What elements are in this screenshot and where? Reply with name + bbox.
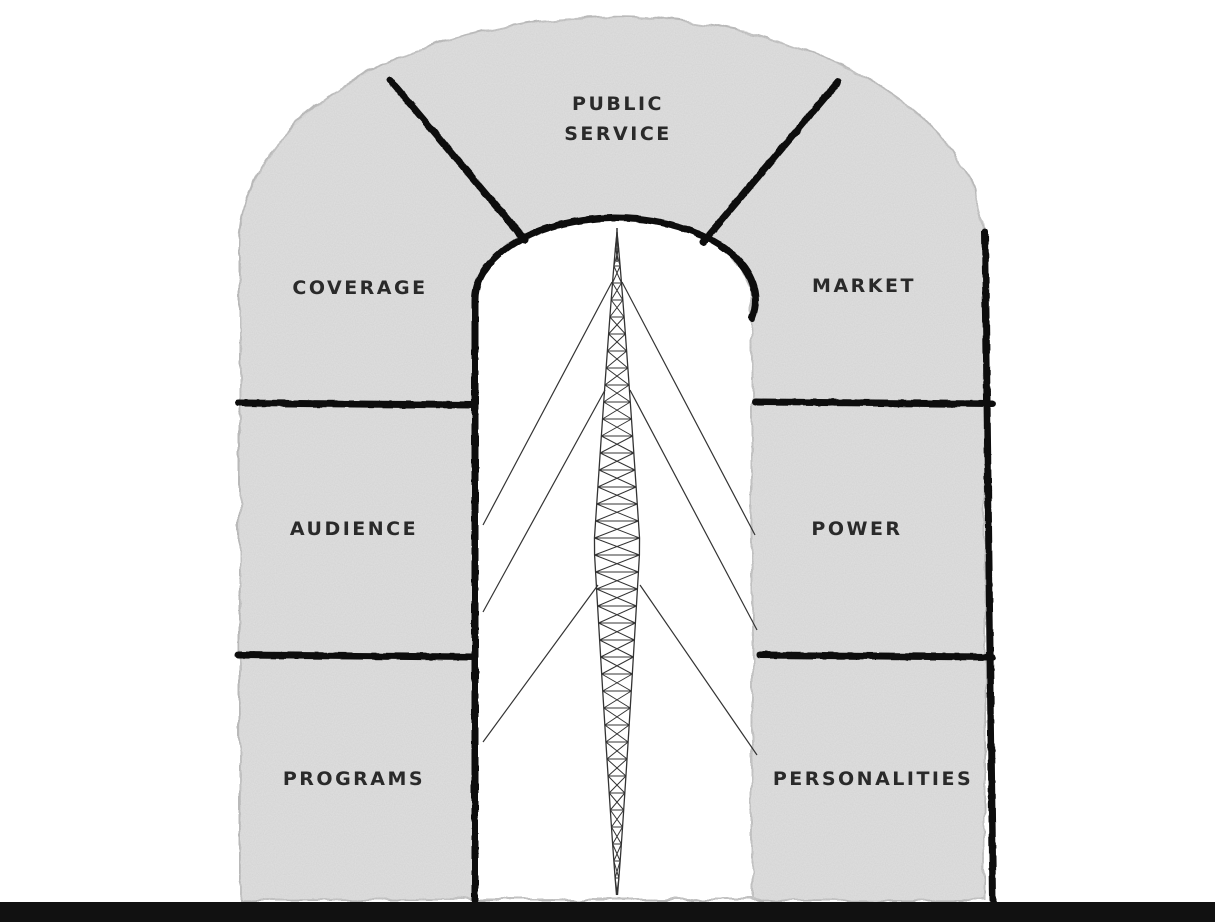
- joint-left-upper: [238, 403, 475, 405]
- label-public-service-line1: PUBLIC: [572, 93, 664, 115]
- joint-right-lower: [760, 655, 992, 657]
- label-market: MARKET: [812, 275, 916, 297]
- label-personalities: PERSONALITIES: [773, 768, 973, 790]
- label-power: POWER: [811, 518, 902, 540]
- ground-line: [0, 902, 1215, 922]
- label-audience: AUDIENCE: [290, 518, 418, 540]
- joint-right-upper: [755, 402, 992, 404]
- arch-outer-right-edge: [985, 232, 993, 900]
- label-public-service-line2: SERVICE: [564, 123, 672, 145]
- label-programs: PROGRAMS: [283, 768, 425, 790]
- joint-left-lower: [238, 655, 475, 657]
- label-coverage: COVERAGE: [292, 277, 427, 299]
